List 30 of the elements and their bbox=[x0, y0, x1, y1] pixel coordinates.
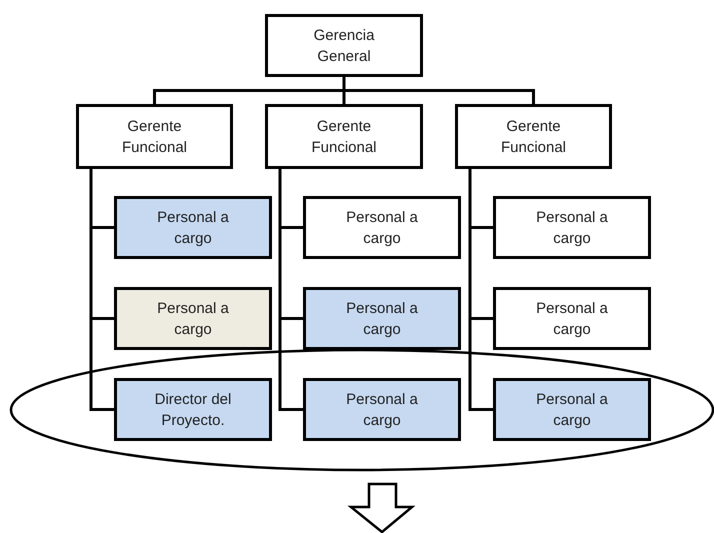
box-label: Personal a cargo bbox=[535, 298, 609, 340]
box-label: Personal a cargo bbox=[156, 208, 230, 248]
box-label: Personal a cargo bbox=[345, 298, 419, 340]
box-label: Gerente Funcional bbox=[120, 116, 188, 158]
org-chart-box bbox=[303, 287, 461, 350]
connector-line bbox=[278, 169, 303, 411]
org-chart-box bbox=[114, 378, 272, 441]
org-chart-box bbox=[303, 196, 461, 259]
box-label: Personal a cargo bbox=[535, 390, 609, 430]
box-label: Personal a cargo bbox=[156, 298, 230, 340]
box-label: Personal a cargo bbox=[535, 208, 609, 248]
box-label: Personal a cargo bbox=[345, 208, 419, 248]
box-label: Director del Proyecto. bbox=[154, 390, 232, 430]
org-chart-box bbox=[114, 196, 272, 259]
org-chart-box bbox=[455, 104, 612, 169]
box-label: Personal a cargo bbox=[345, 390, 419, 430]
org-chart-box bbox=[114, 287, 272, 350]
org-chart-box bbox=[265, 14, 423, 77]
org-chart-box bbox=[303, 378, 461, 441]
connector-line bbox=[468, 169, 493, 411]
org-chart-box bbox=[76, 104, 233, 169]
org-chart-box bbox=[493, 287, 651, 350]
org-chart-box bbox=[493, 378, 651, 441]
connector-line bbox=[342, 77, 535, 104]
connector-line bbox=[90, 169, 114, 411]
box-label: Gerente Funcional bbox=[310, 116, 378, 158]
box-label: Gerente Funcional bbox=[500, 116, 568, 158]
box-label: Gerencia General bbox=[312, 26, 376, 66]
org-chart-box bbox=[265, 104, 423, 169]
org-chart-box bbox=[493, 196, 651, 259]
